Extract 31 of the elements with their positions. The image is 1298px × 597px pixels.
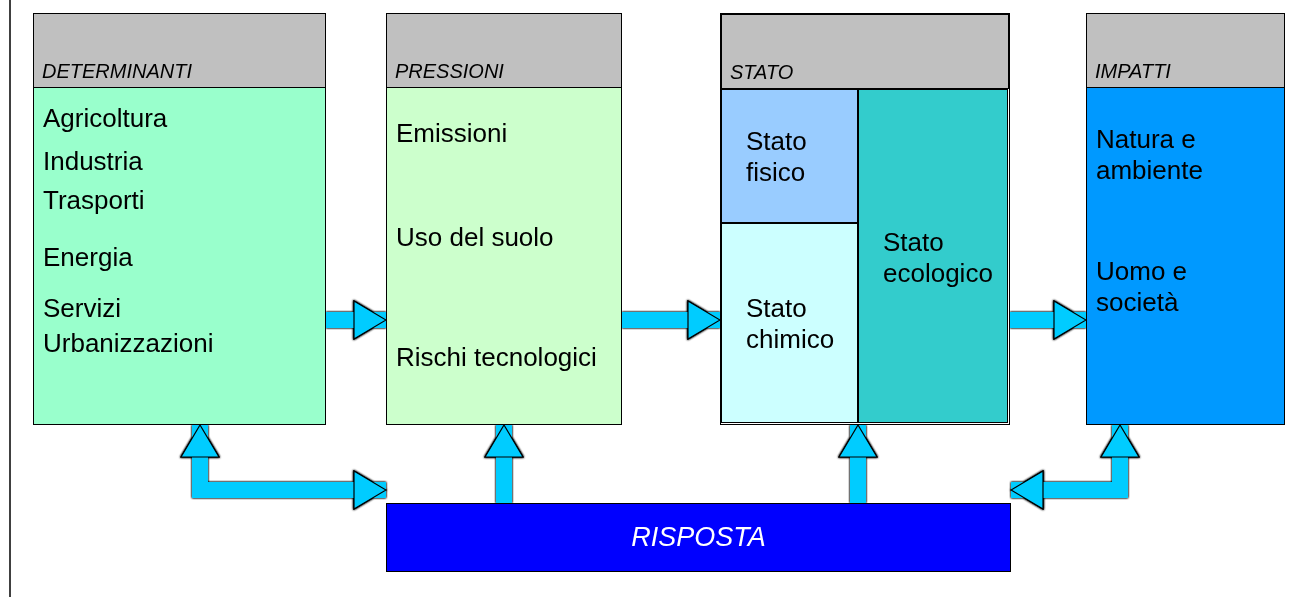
list-item: Energia <box>43 242 133 273</box>
column-header: PRESSIONI <box>386 13 622 88</box>
state-panel <box>720 13 1010 425</box>
state-label: Stato ecologico <box>883 227 994 289</box>
list-item: Industria <box>43 146 143 177</box>
list-item: Trasporti <box>43 185 145 216</box>
block-arrow <box>622 300 721 340</box>
column-header: IMPATTI <box>1086 13 1285 88</box>
list-item: Emissioni <box>396 118 508 149</box>
block-arrow <box>326 300 387 340</box>
list-item: Natura e ambiente <box>1096 124 1204 186</box>
response-bar <box>386 503 1011 572</box>
block-arrow <box>838 424 878 503</box>
block-arrow <box>180 424 387 510</box>
state-box <box>721 89 858 223</box>
state-label: Stato chimico <box>746 293 836 355</box>
state-box <box>858 89 1008 423</box>
list-item: Agricoltura <box>43 103 168 134</box>
column-header: DETERMINANTI <box>33 13 326 88</box>
list-item: Urbanizzazioni <box>43 328 214 359</box>
block-arrow <box>1010 424 1140 510</box>
state-label: Stato fisico <box>746 126 808 188</box>
list-item: Uso del suolo <box>396 222 554 253</box>
block-arrow <box>484 424 524 503</box>
state-box <box>721 223 858 423</box>
response-label: RISPOSTA <box>631 522 766 553</box>
list-item: Rischi tecnologici <box>396 342 597 373</box>
list-item: Uomo e società <box>1096 256 1189 318</box>
list-item: Servizi <box>43 293 121 324</box>
block-arrow <box>1010 300 1087 340</box>
column-header: STATO <box>721 14 1009 89</box>
